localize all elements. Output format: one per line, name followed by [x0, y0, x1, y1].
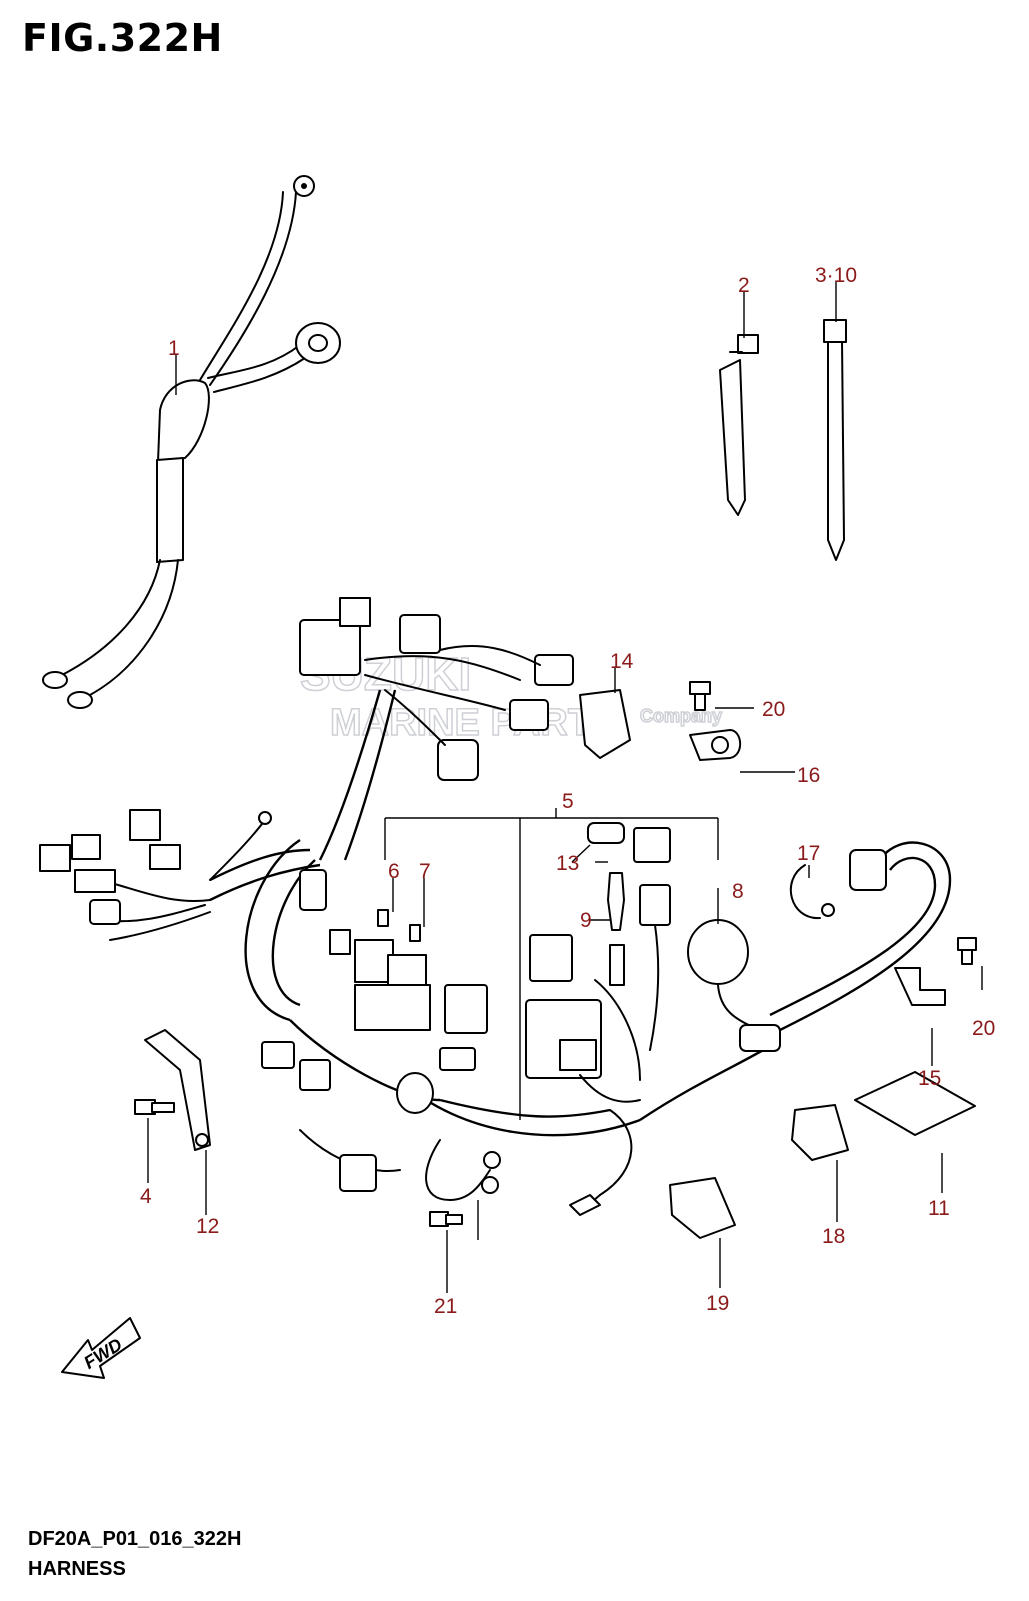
right-harness-branch [769, 841, 952, 1032]
relays-fuses [299, 869, 488, 1071]
callout-4: 4 [140, 1185, 152, 1208]
part-14-bracket [579, 689, 631, 759]
callout-15: 15 [918, 1067, 941, 1090]
callout-7: 7 [419, 860, 431, 883]
figure-code: DF20A_P01_016_322H [28, 1528, 242, 1550]
callout-8: 8 [732, 880, 744, 903]
callout-1: 1 [168, 337, 180, 360]
part-11-sheet [854, 1071, 976, 1136]
figure-title: FIG.322H [22, 16, 223, 60]
sensor-lead [569, 1194, 601, 1216]
part-4-bolt [134, 1099, 175, 1115]
watermark-line3: Company [640, 706, 722, 726]
callout-13: 13 [556, 852, 579, 875]
battery-cable [42, 175, 341, 709]
leader-lines [147, 282, 983, 1293]
connectors-left [39, 809, 181, 925]
figure-name: HARNESS [28, 1558, 126, 1580]
callout-2: 2 [738, 274, 750, 297]
callout-17: 17 [797, 842, 820, 865]
callout-9: 9 [580, 909, 592, 932]
callout-bracket-5 [384, 808, 719, 1120]
part-16-clamp [689, 729, 742, 761]
callout-18: 18 [822, 1225, 845, 1248]
connectors-top [299, 597, 574, 781]
callout-16: 16 [797, 764, 820, 787]
callout-20b: 20 [972, 1017, 995, 1040]
callout-5: 5 [562, 790, 574, 813]
part-20-bolt-a [689, 681, 711, 711]
part-18-clamp [791, 1104, 849, 1161]
callout-19: 19 [706, 1292, 729, 1315]
part-13-grommet [587, 822, 671, 863]
part-15-bracket [894, 967, 946, 1006]
left-lower-connectors [261, 1041, 434, 1192]
cable-tie-mount [719, 334, 759, 516]
callout-21: 21 [434, 1295, 457, 1318]
callout-6: 6 [388, 860, 400, 883]
callout-12: 12 [196, 1215, 219, 1238]
part-12-bracket [144, 1029, 211, 1151]
part-19-clamp [669, 1177, 736, 1239]
callout-3-10: 3·10 [815, 264, 857, 287]
part-20-bolt-b [957, 937, 977, 965]
part-8-buzzer [639, 884, 781, 1052]
ecu-connector [525, 934, 641, 1103]
part-17-clip [789, 864, 835, 920]
cable-tie [823, 319, 847, 561]
part-9-pin [607, 872, 625, 986]
callout-14: 14 [610, 650, 634, 673]
callout-20a: 20 [762, 698, 785, 721]
callout-11: 11 [928, 1197, 950, 1220]
watermark-line2: MARINE PARTS [330, 702, 616, 744]
fwd-arrow: FWD [61, 1317, 141, 1379]
part-21-bolt [429, 1200, 479, 1240]
callouts: 1 2 3·10 4 5 6 7 8 9 11 12 13 14 15 16 1… [140, 264, 995, 1318]
